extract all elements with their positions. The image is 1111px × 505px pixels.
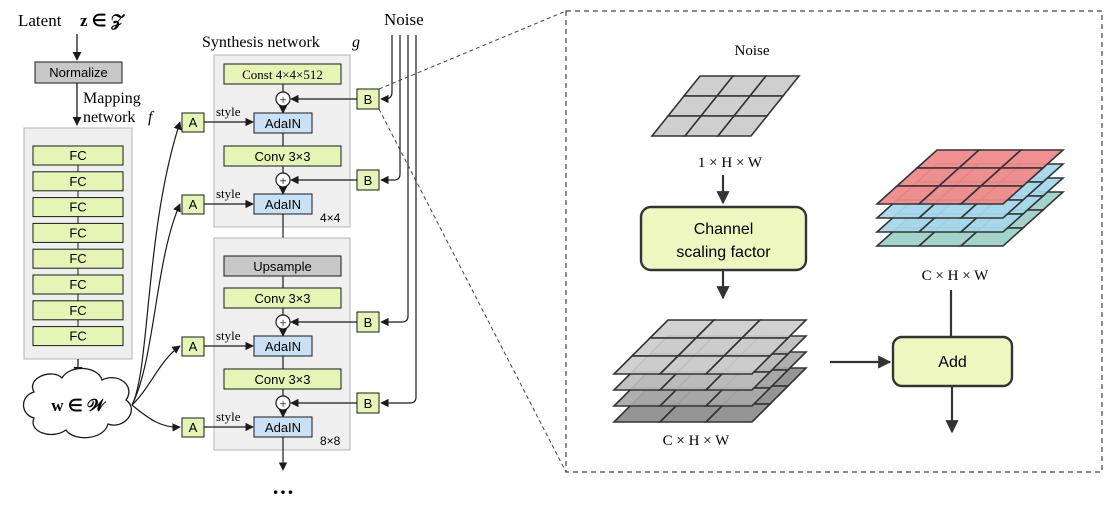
latent-math: z ∈ 𝒵 [80, 11, 126, 31]
style-label-2: style [216, 186, 241, 201]
latent-label: Latent [18, 11, 62, 30]
res-label-8x8: 8×8 [320, 434, 341, 448]
a-label-3: A [189, 339, 198, 354]
noise-grid-layer [650, 75, 801, 137]
noise-dim-label: 1 × H × W [698, 155, 763, 171]
zoom-line-top [378, 10, 567, 90]
conv-label-1: Conv 3×3 [254, 149, 310, 164]
style-label-3: style [216, 328, 241, 343]
b-label-2: B [364, 173, 373, 188]
fc-label-2: FC [69, 174, 86, 189]
normalize-label: Normalize [49, 65, 108, 80]
adain-label-3: AdaIN [265, 339, 301, 354]
style-label-4: style [216, 409, 241, 424]
w-to-a4-arrow [131, 404, 181, 432]
channel-label-2: scaling factor [676, 244, 771, 261]
fc-stack: FC FC FC FC FC FC FC FC [32, 145, 124, 347]
w-to-a2-arrow [131, 203, 181, 406]
mapping-label-2: network [83, 109, 135, 126]
adain-label-4: AdaIN [265, 420, 301, 435]
fc-label-8: FC [69, 329, 86, 344]
synthesis-title: Synthesis network [202, 34, 320, 51]
w-math: w ∈ 𝒲 [51, 396, 107, 415]
noise-title: Noise [735, 43, 770, 59]
res-label-4x4: 4×4 [320, 211, 341, 225]
conv-label-2: Conv 3×3 [254, 291, 310, 306]
mapping-label-f: f [148, 109, 155, 126]
synthesis-network: Synthesis network g Noise Const 4×4×512 … [181, 10, 567, 499]
add-node-2-label: + [279, 173, 286, 188]
add-node-3-label: + [279, 315, 286, 330]
w-to-a1-arrow [131, 121, 182, 406]
fc-label-1: FC [69, 148, 86, 163]
fc-label-7: FC [69, 303, 86, 318]
b-label-1: B [364, 92, 373, 107]
add-node-4-label: + [279, 396, 286, 411]
b-label-3: B [364, 315, 373, 330]
conv-label-3: Conv 3×3 [254, 372, 310, 387]
channel-label-1: Channel [694, 221, 754, 238]
noise-lines [380, 35, 417, 408]
stack-dim-right: C × H × W [922, 268, 989, 284]
red-layer [874, 149, 1066, 205]
zoom-line-bottom [378, 108, 567, 473]
synthesis-g: g [352, 34, 360, 51]
ellipsis: … [272, 474, 294, 499]
a-label-1: A [189, 115, 198, 130]
style-label-1: style [216, 104, 241, 119]
adain-label-2: AdaIN [265, 197, 301, 212]
fc-label-5: FC [69, 251, 86, 266]
upsample-label: Upsample [253, 259, 312, 274]
gray-layer-4 [612, 319, 808, 375]
a-label-2: A [189, 197, 198, 212]
normalize-box [34, 61, 123, 84]
add-label: Add [938, 354, 966, 371]
noise-grid [650, 75, 801, 137]
noise-label: Noise [384, 10, 424, 29]
mapping-network: Latent z ∈ 𝒵 Normalize Mapping network f… [18, 11, 182, 439]
fc-label-3: FC [69, 200, 86, 215]
noise-detail-panel: Noise 1 × H × W Channel scaling factor C… [565, 10, 1103, 473]
mapping-label-1: Mapping [83, 90, 141, 107]
stack-dim-left: C × H × W [663, 433, 730, 449]
scaled-noise-stack [612, 319, 808, 423]
add-node-1-label: + [279, 92, 286, 107]
b-label-4: B [364, 396, 373, 411]
adain-label-1: AdaIN [265, 116, 301, 131]
feature-map-stack [874, 149, 1066, 247]
const-label: Const 4×4×512 [242, 67, 323, 82]
fc-label-4: FC [69, 225, 86, 240]
w-cloud [22, 367, 132, 439]
fc-label-6: FC [69, 277, 86, 292]
a-label-4: A [189, 420, 198, 435]
fc-layer-8 [32, 326, 124, 347]
w-to-a3-arrow [131, 345, 181, 406]
